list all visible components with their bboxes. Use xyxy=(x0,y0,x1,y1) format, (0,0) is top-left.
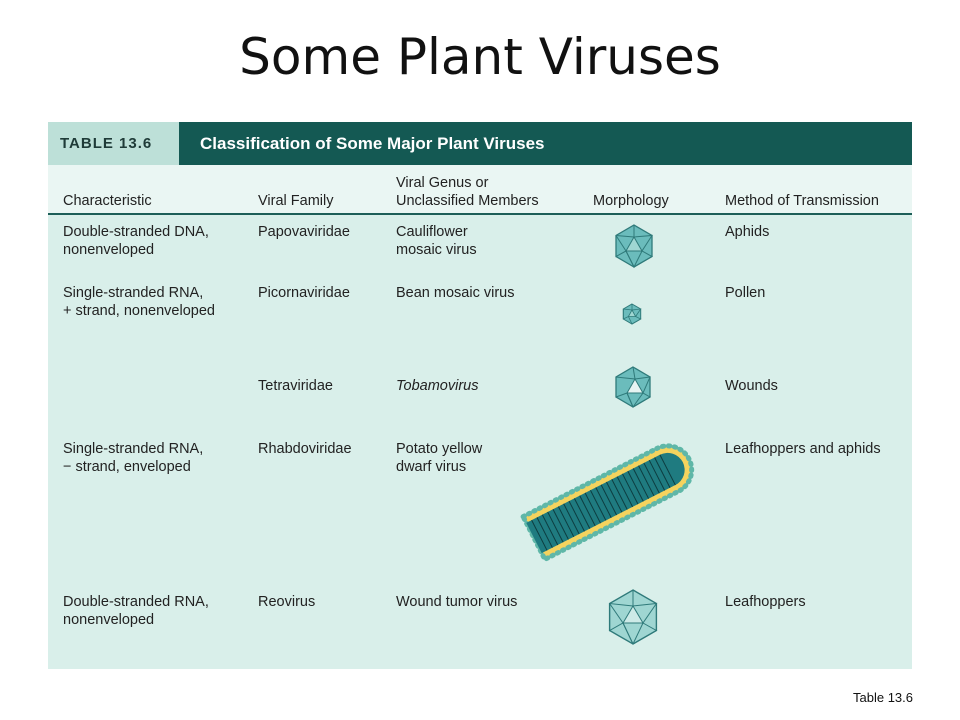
column-header-morphology: Morphology xyxy=(593,193,669,209)
column-header-characteristic: Characteristic xyxy=(63,193,152,209)
table-header-bar: TABLE 13.6 Classification of Some Major … xyxy=(48,122,912,165)
characteristic-cell: Double-stranded DNA, nonenveloped xyxy=(63,224,209,258)
column-header-transmission: Method of Transmission xyxy=(725,193,879,209)
characteristic-cell: Single-stranded RNA, − strand, enveloped xyxy=(63,441,204,475)
genus-cell: Tobamovirus xyxy=(396,378,479,394)
enveloped-bullet-virus-icon xyxy=(519,443,695,563)
family-cell: Picornaviridae xyxy=(258,285,350,301)
genus-cell: Cauliflower mosaic virus xyxy=(396,224,477,258)
transmission-cell: Pollen xyxy=(725,285,766,301)
family-cell: Rhabdoviridae xyxy=(258,441,352,457)
table-title: Classification of Some Major Plant Virus… xyxy=(200,134,545,153)
table-number: TABLE 13.6 xyxy=(48,122,179,165)
transmission-cell: Leafhoppers and aphids xyxy=(725,441,881,457)
genus-cell: Bean mosaic virus xyxy=(396,285,515,301)
genus-cell: Potato yellow dwarf virus xyxy=(396,441,483,475)
icosahedral-capsid-icon xyxy=(615,224,654,269)
transmission-cell: Wounds xyxy=(725,378,778,394)
transmission-cell: Aphids xyxy=(725,224,770,240)
virus-classification-table: TABLE 13.6 Classification of Some Major … xyxy=(48,122,912,669)
small-icosahedral-capsid-icon xyxy=(622,303,642,325)
table-reference-footnote: Table 13.6 xyxy=(853,690,913,705)
icosahedral-capsid-icon xyxy=(615,366,651,408)
family-cell: Tetraviridae xyxy=(258,378,333,394)
characteristic-cell: Single-stranded RNA, + strand, nonenvelo… xyxy=(63,285,215,319)
large-icosahedral-capsid-icon xyxy=(608,589,658,645)
slide-title: Some Plant Viruses xyxy=(239,28,721,86)
column-header-genus: Viral Genus or Unclassified Members xyxy=(396,175,539,209)
genus-cell: Wound tumor virus xyxy=(396,594,518,610)
family-cell: Reovirus xyxy=(258,594,316,610)
family-cell: Papovaviridae xyxy=(258,224,350,240)
column-header-family: Viral Family xyxy=(258,193,334,209)
transmission-cell: Leafhoppers xyxy=(725,594,806,610)
characteristic-cell: Double-stranded RNA, nonenveloped xyxy=(63,594,209,628)
column-header-row xyxy=(48,165,912,215)
